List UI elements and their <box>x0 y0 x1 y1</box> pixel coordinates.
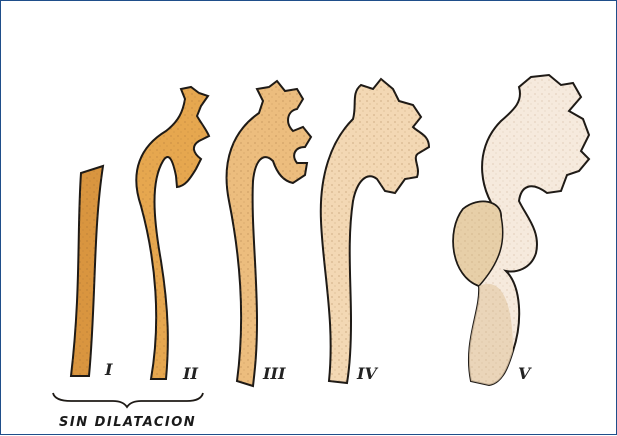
ureter-stage-3 <box>227 81 311 386</box>
ureter-stage-4 <box>321 79 429 383</box>
ureter-stage-5 <box>453 75 589 385</box>
caption-brace <box>53 393 203 407</box>
ureter-stage-1 <box>71 166 103 376</box>
caption-sin-dilatacion: SIN DILATACION <box>59 415 196 430</box>
stage-label-1: I <box>104 360 113 379</box>
stage-label-5: V <box>518 364 532 383</box>
stage-label-4: IV <box>356 364 378 383</box>
stage-label-2: II <box>182 364 198 383</box>
stage-label-3: III <box>262 364 286 383</box>
ureter-stage-2 <box>136 87 209 379</box>
